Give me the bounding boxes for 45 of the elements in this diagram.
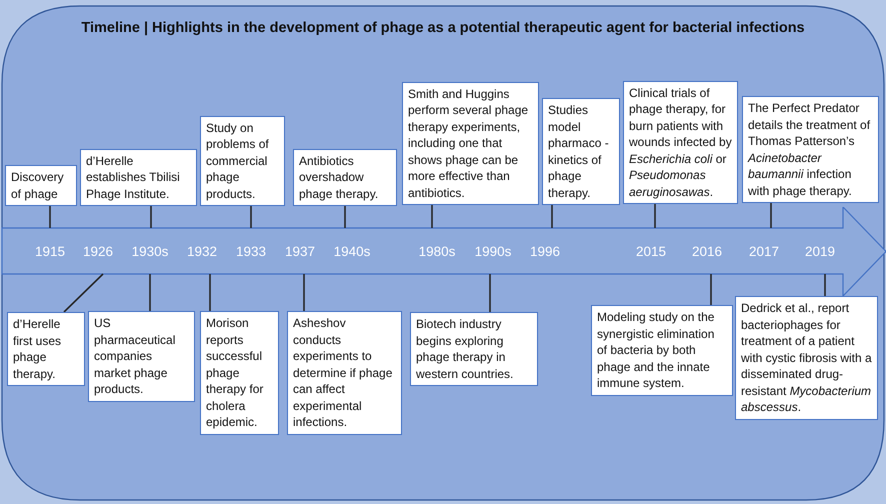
leader-line [431, 205, 433, 228]
event-box: Discovery of phage [5, 165, 77, 206]
event-box: Smith and Huggins perform several phage therapy experiments, including one that shows phage can be more effective than antibiotics. [402, 82, 539, 205]
leader-line [344, 206, 346, 228]
event-box: Antibiotics overshadow phage therapy. [293, 148, 397, 206]
leader-line [150, 206, 152, 228]
year-label: 1915 [34, 244, 66, 258]
event-box: Studies model pharmaco -kinetics of phage therapy. [542, 98, 620, 205]
year-label: 2015 [636, 244, 666, 258]
leader-line [770, 203, 772, 228]
leader-line [209, 274, 211, 311]
leader-line [710, 274, 712, 305]
event-box: The Perfect Predator details the treatment of Thomas Patterson’s Acinetobacter baumannii infection with phage therapy. [742, 96, 879, 203]
leader-line [551, 205, 553, 228]
year-label: 1996 [530, 244, 560, 258]
year-label: 2016 [692, 244, 722, 258]
event-box: Morison reports successful phage therapy for cholera epidemic. [200, 311, 279, 434]
leader-line [149, 274, 151, 311]
year-label: 1930s [132, 244, 168, 258]
leader-line [303, 274, 305, 311]
event-box: Study on problems of commercial phage products. [200, 116, 285, 206]
year-label: 2017 [748, 244, 780, 258]
year-label: 1980s [418, 244, 456, 258]
year-label: 1926 [82, 244, 114, 258]
event-box: Asheshov conducts experiments to determine if phage can affect experimental infections. [287, 311, 402, 434]
leader-line [49, 206, 51, 228]
year-label: 1932 [186, 244, 218, 258]
event-box: Clinical trials of phage therapy, for burn patients with wounds infected by Escherichia coli or Pseudomonas aeruginosawas. [623, 80, 738, 204]
year-label: 1937 [284, 244, 316, 258]
title: Timeline | Highlights in the development of phage as a potential therapeutic agent for bacterial infections [80, 20, 806, 36]
event-box: US pharmaceutical companies market phage products. [88, 311, 195, 402]
year-label: 1990s [474, 244, 512, 258]
leader-line [824, 274, 826, 296]
year-label: 1933 [236, 244, 266, 258]
event-box: d’Herelle first uses phage therapy. [7, 312, 85, 386]
event-box: Biotech industry begins exploring phage therapy in western countries. [410, 312, 538, 386]
leader-line [654, 204, 656, 228]
event-box: d’Herelle establishes Tbilisi Phage Institute. [80, 148, 197, 206]
year-label: 2019 [804, 244, 836, 258]
event-box: Dedrick et al., report bacteriophages for treatment of a patient with cystic fibrosis with a disseminated drug-resistant Mycobacterium abscessus. [735, 296, 878, 420]
leader-line [63, 273, 104, 313]
year-label: 1940s [334, 244, 370, 258]
event-box: Modeling study on the synergistic elimination of bacteria by both phage and the innate immune system. [591, 305, 733, 396]
leader-line [250, 206, 252, 228]
leader-line [489, 274, 491, 312]
